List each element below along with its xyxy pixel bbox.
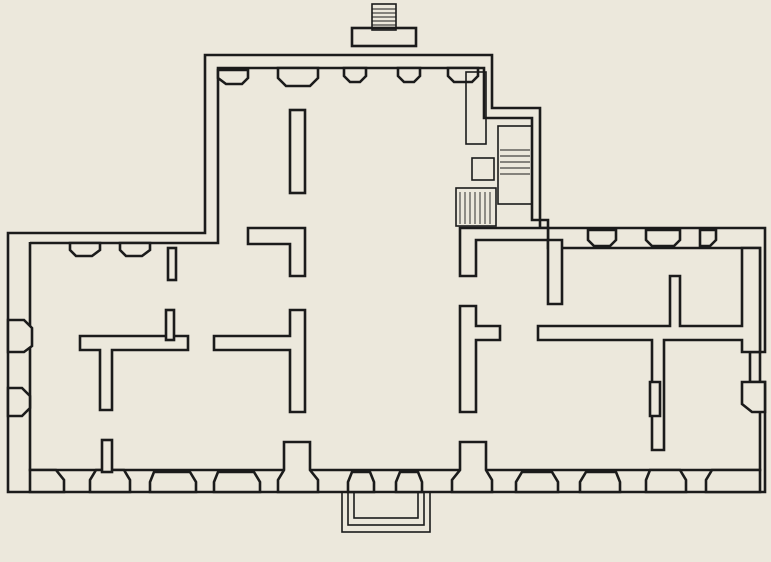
east-wing-walls — [536, 228, 767, 452]
partition — [166, 246, 178, 282]
north-wing-piers — [216, 66, 480, 88]
north-entrance-steps — [350, 3, 418, 48]
partition — [458, 304, 502, 414]
south-wall-piers — [28, 438, 762, 494]
wall-segment — [458, 226, 550, 278]
partition — [164, 308, 176, 342]
staircase — [455, 71, 533, 227]
partition — [78, 334, 190, 412]
south-entrance-steps — [341, 491, 431, 533]
west-wing-north-piers — [68, 241, 152, 258]
west-end-piers — [6, 318, 34, 418]
partition — [212, 308, 307, 414]
pier — [288, 108, 307, 195]
pier — [246, 226, 307, 278]
